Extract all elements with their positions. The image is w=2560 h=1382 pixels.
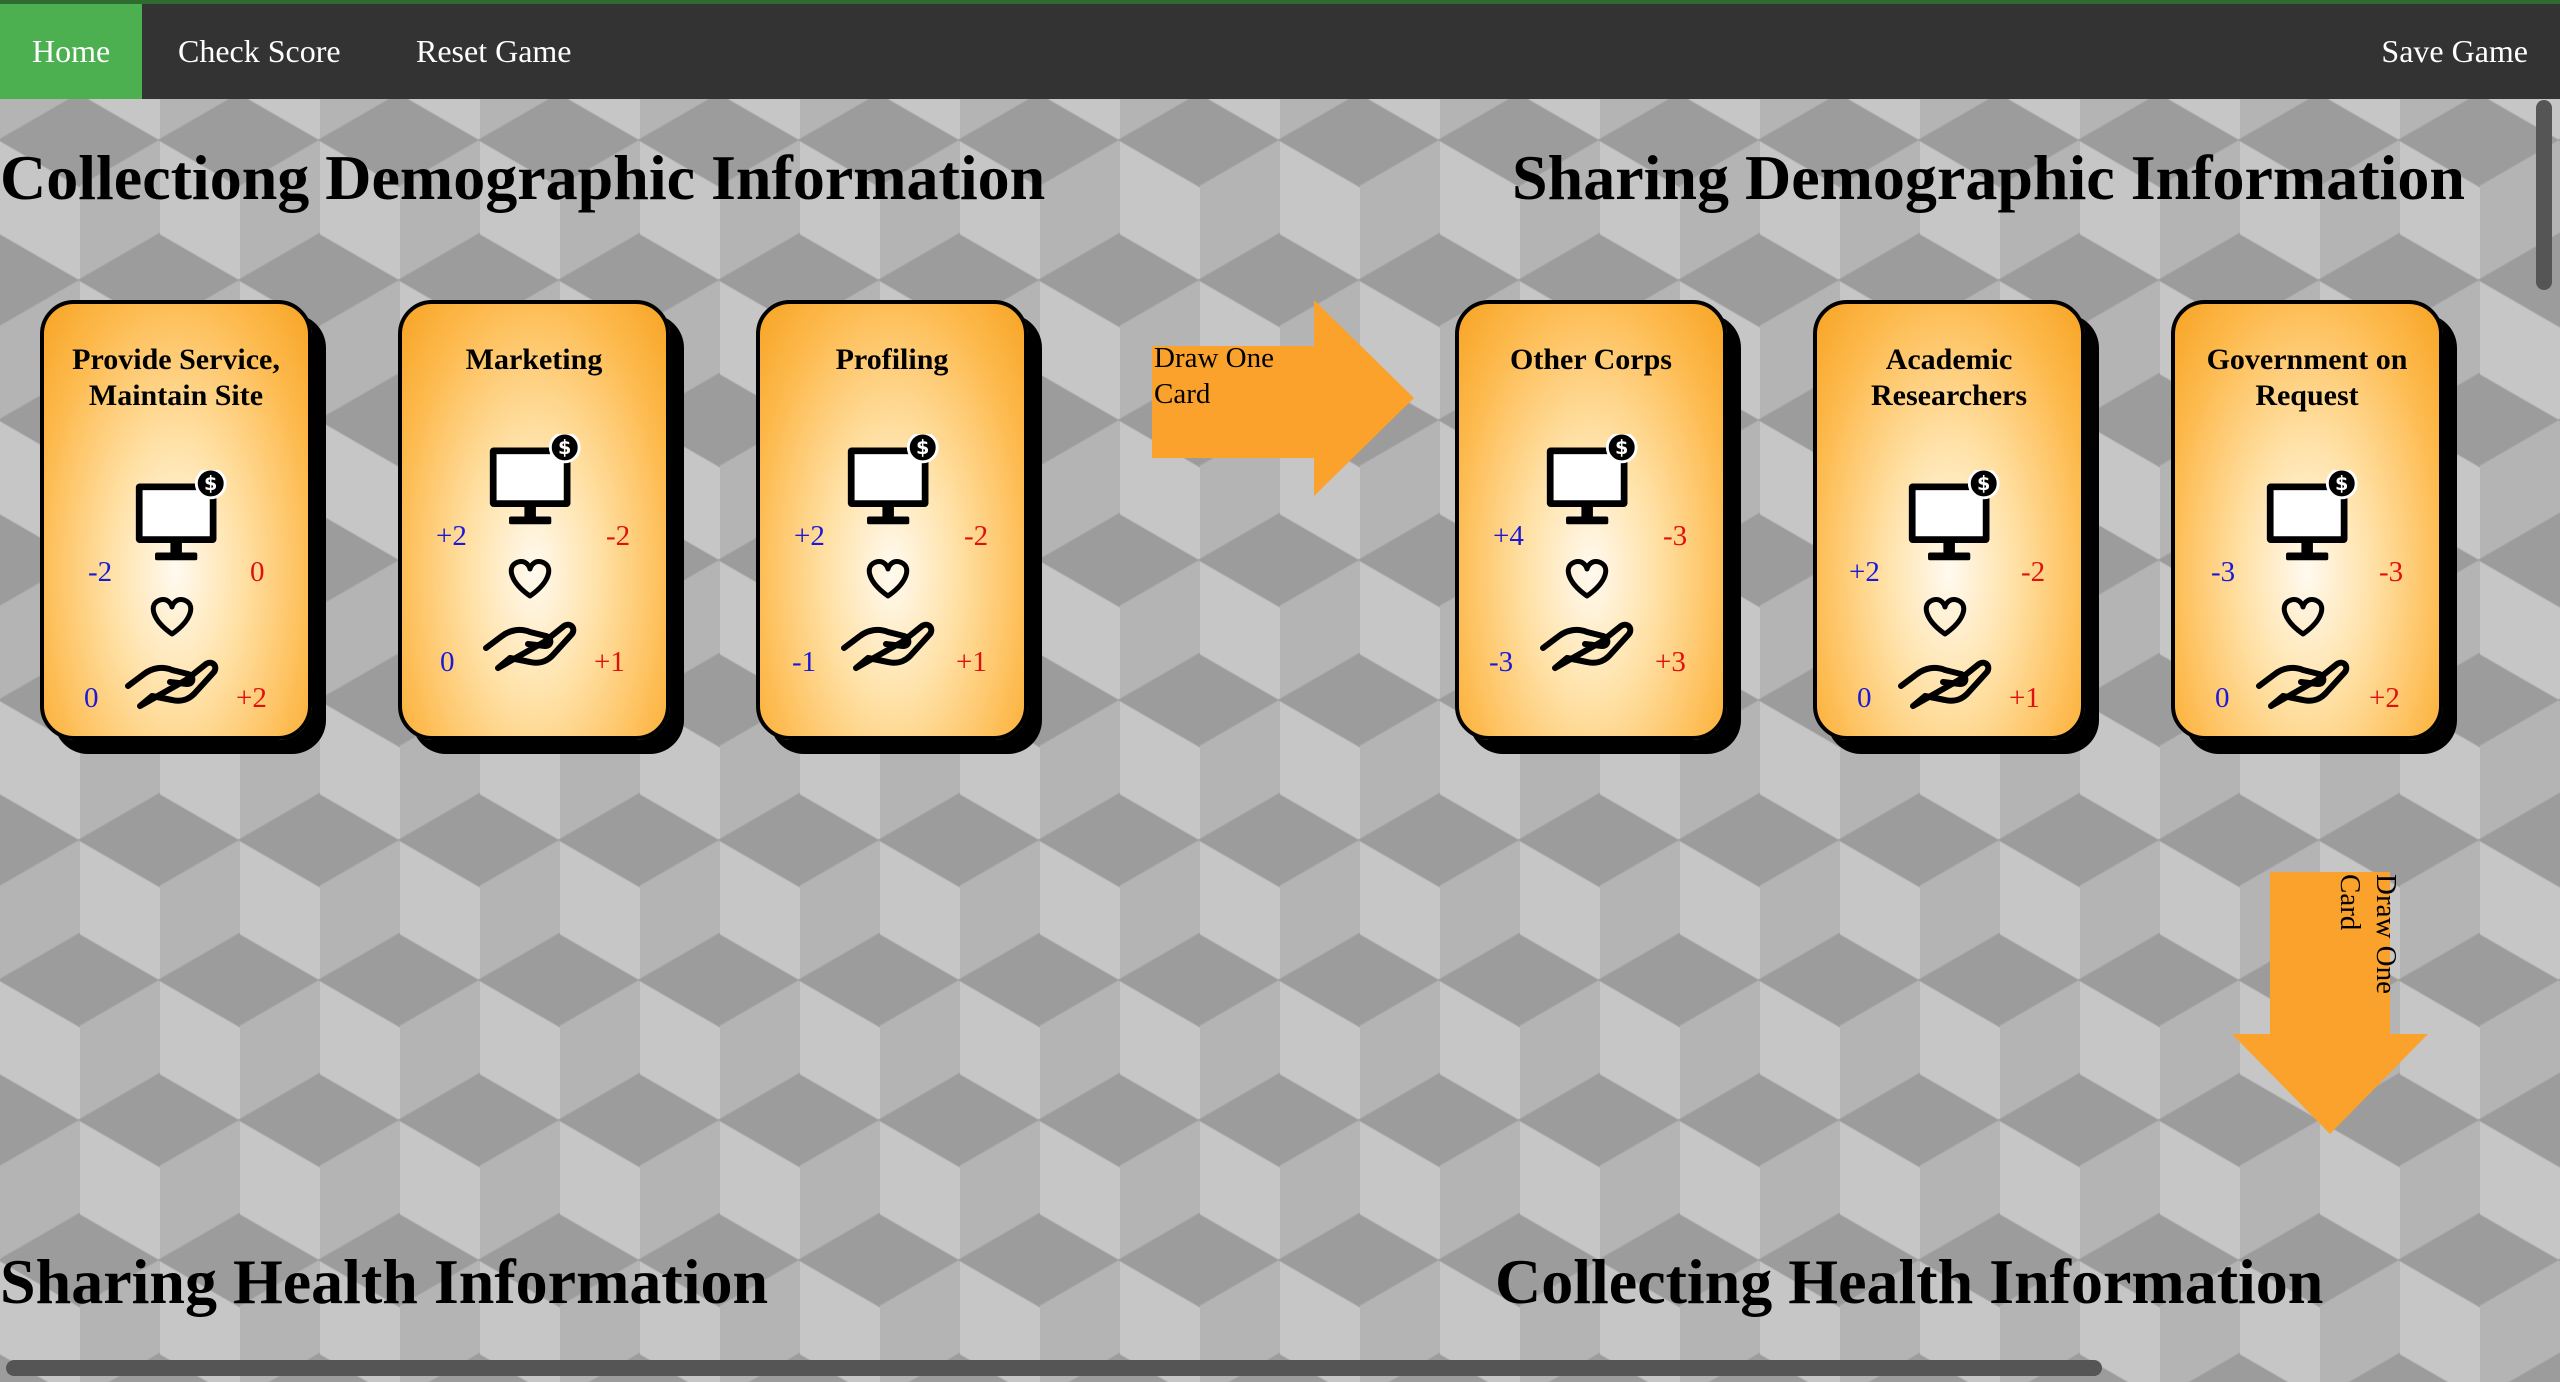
- card-icons: [2175, 470, 2358, 736]
- value-top-left: +2: [794, 520, 825, 552]
- value-top-left: +2: [436, 520, 467, 552]
- value-top-left: +4: [1493, 520, 1524, 552]
- value-bottom-right: +1: [956, 646, 987, 678]
- value-bottom-right: +2: [2369, 682, 2400, 714]
- value-bottom-left: 0: [1857, 682, 1872, 714]
- card-title: Marketing: [465, 343, 603, 376]
- card-title: Government on Request: [2206, 343, 2408, 412]
- card-title: Profiling: [835, 343, 949, 376]
- value-bottom-right: +1: [2009, 682, 2040, 714]
- heart-hand-icon: [1543, 562, 1630, 668]
- section-title-sharing-demographic: Sharing Demographic Information: [1512, 142, 2465, 213]
- monitor-dollar-icon: [1545, 434, 1638, 526]
- nav-home[interactable]: Home: [0, 4, 143, 99]
- horizontal-scrollbar[interactable]: [6, 1360, 2102, 1376]
- heart-hand-icon: [844, 562, 931, 668]
- value-bottom-right: +2: [236, 682, 267, 714]
- value-bottom-left: 0: [2215, 682, 2230, 714]
- section-title-collecting-demographic: Collectiong Demographic Information: [0, 142, 1046, 213]
- value-bottom-left: -1: [792, 646, 817, 678]
- card-title: Other Corps: [1510, 343, 1672, 376]
- value-bottom-right: +3: [1655, 646, 1686, 678]
- card-icons: [1817, 470, 2000, 736]
- card-title: Provide Service, Maintain Site: [72, 343, 280, 412]
- card-academic-researchers[interactable]: Academic Researchers +2 -2 0 +1: [1813, 300, 2085, 740]
- card-title: Academic Researchers: [1870, 343, 2028, 412]
- card-marketing[interactable]: Marketing +2 -2 0 +1: [398, 300, 670, 740]
- value-top-right: -3: [1663, 520, 1688, 552]
- value-top-right: -2: [2021, 556, 2046, 588]
- value-bottom-left: 0: [84, 682, 99, 714]
- value-bottom-right: +1: [594, 646, 625, 678]
- heart-hand-icon: [128, 600, 215, 706]
- card-profiling[interactable]: Profiling +2 -2 -1 +1: [756, 300, 1028, 740]
- top-navbar: Home Check Score Reset Game Save Game: [0, 0, 2560, 99]
- heart-hand-icon: [2259, 600, 2346, 706]
- value-top-left: -3: [2211, 556, 2236, 588]
- heart-hand-icon: [1901, 600, 1988, 706]
- nav-save-game[interactable]: Save Game: [2381, 33, 2528, 69]
- monitor-dollar-icon: [488, 434, 581, 526]
- down-arrow-icon: [2232, 872, 2428, 1134]
- monitor-dollar-icon: [2265, 470, 2358, 562]
- right-arrow-label: Draw One Card: [1154, 342, 1274, 410]
- nav-reset-game[interactable]: Reset Game: [416, 33, 572, 69]
- down-arrow-label: Draw One Card: [2334, 874, 2402, 994]
- card-government-on-request[interactable]: Government on Request -3 -3 0 +2: [2171, 300, 2443, 740]
- value-top-right: -2: [964, 520, 989, 552]
- right-arrow-icon: [1152, 300, 1414, 496]
- heart-hand-icon: [486, 562, 573, 668]
- section-title-sharing-health: Sharing Health Information: [0, 1246, 769, 1317]
- card-provide-service[interactable]: Provide Service, Maintain Site -2 0 0 +2: [40, 300, 312, 740]
- monitor-dollar-icon: [846, 434, 939, 526]
- vertical-scrollbar[interactable]: [2536, 100, 2552, 290]
- value-top-right: 0: [250, 556, 265, 588]
- card-icons: [44, 470, 227, 736]
- value-bottom-left: 0: [440, 646, 455, 678]
- card-other-corps[interactable]: Other Corps +4 -3 -3 +3: [1455, 300, 1727, 740]
- value-bottom-left: -3: [1489, 646, 1514, 678]
- section-title-collecting-health: Collecting Health Information: [1495, 1246, 2324, 1317]
- nav-check-score[interactable]: Check Score: [178, 33, 341, 69]
- value-top-left: +2: [1849, 556, 1880, 588]
- value-top-right: -3: [2379, 556, 2404, 588]
- monitor-dollar-icon: [134, 470, 227, 562]
- value-top-left: -2: [88, 556, 113, 588]
- monitor-dollar-icon: [1907, 470, 2000, 562]
- value-top-right: -2: [606, 520, 631, 552]
